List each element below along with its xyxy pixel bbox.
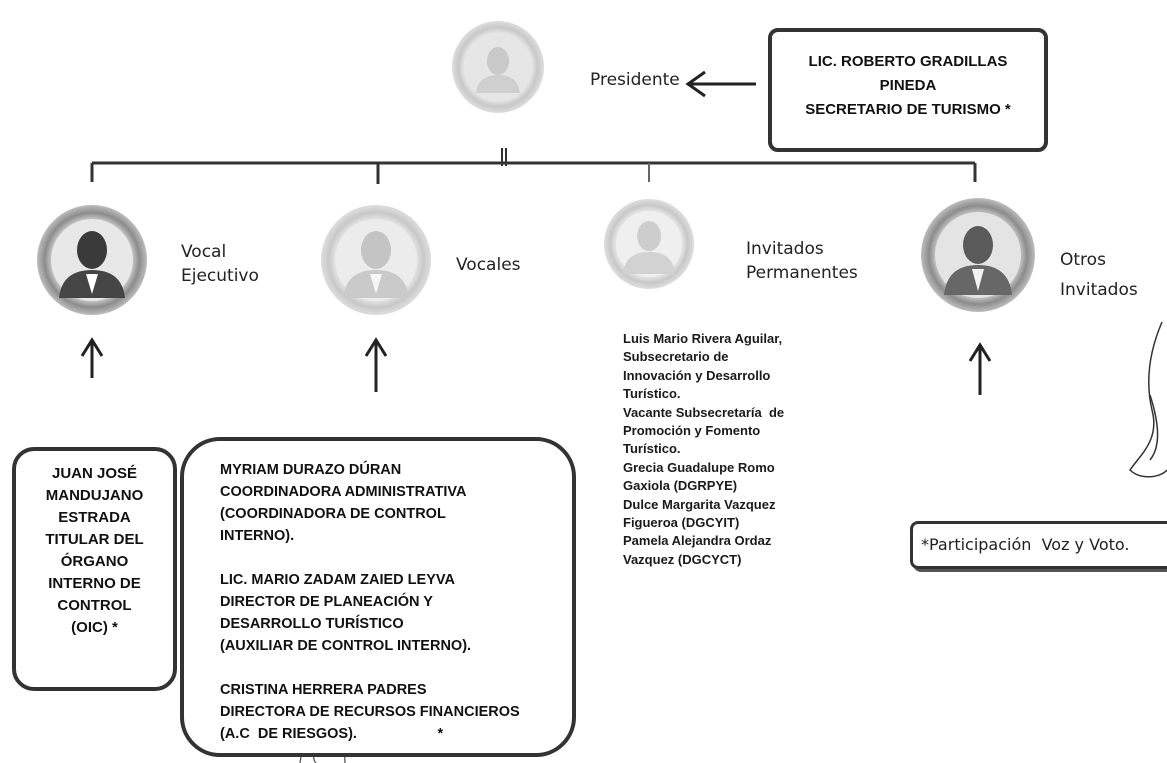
vocal-ejecutivo-avatar-icon [37, 205, 147, 315]
invitee-line: Promoción y Fomento [623, 423, 761, 439]
vocal-2-line: DIRECTOR DE PLANEACIÓN Y [220, 594, 433, 610]
vocal-ejecutivo-box: JUAN JOSÉ MANDUJANO ESTRADA TITULAR DEL … [12, 447, 177, 691]
oic-line: ÓRGANO [60, 553, 129, 570]
invitee-line: Luis Mario Rivera Aguilar, [623, 331, 783, 346]
invitados-permanentes-avatar-icon [604, 199, 694, 289]
vocal-1-line: INTERNO). [220, 528, 295, 544]
vocales-arrow-icon [364, 337, 388, 392]
invitee-line: Turístico. [623, 441, 681, 457]
oic-line: (OIC) * [71, 619, 118, 636]
presidente-name-line-2: PINEDA [879, 77, 937, 94]
oic-line: INTERNO DE [48, 575, 141, 592]
invitee-line: Subsecretario de [623, 349, 729, 365]
invitee-line: Figueroa (DGCYIT) [623, 515, 740, 531]
presidente-label: Presidente [590, 70, 680, 90]
otros-invitados-label: Otros Invitados [1060, 245, 1138, 305]
vocal-3-line: CRISTINA HERRERA PADRES [220, 682, 427, 698]
invitados-permanentes-label-line-2: Permanentes [746, 263, 858, 283]
invitados-permanentes-label-line-1: Invitados [746, 239, 824, 259]
vocal-1-line: (COORDINADORA DE CONTROL [220, 506, 446, 522]
oic-line: JUAN JOSÉ [51, 465, 138, 482]
invitee-line: Vacante Subsecretaría de [623, 404, 785, 420]
vocal-1-line: MYRIAM DURAZO DÚRAN [220, 462, 402, 478]
otros-invitados-arrow-icon [968, 342, 992, 395]
voting-note: *Participación Voz y Voto. [910, 521, 1167, 569]
connector-lines [90, 148, 977, 184]
otros-invitados-avatar-icon [921, 198, 1035, 312]
vocal-2-line: DESARROLLO TURÍSTICO [220, 616, 404, 632]
invitee-line: Innovación y Desarrollo [623, 367, 771, 383]
vocal-ejecutivo-label: Vocal Ejecutivo [181, 240, 259, 288]
presidente-box: LIC. ROBERTO GRADILLAS PINEDA SECRETARIO… [768, 28, 1048, 152]
presidente-arrow-icon [685, 70, 756, 98]
presidente-name-line-1: LIC. ROBERTO GRADILLAS [808, 53, 1008, 70]
vocal-ejecutivo-label-line-1: Vocal [181, 242, 227, 262]
presidente-title-line: SECRETARIO DE TURISMO * [805, 101, 1011, 118]
oic-line: CONTROL [57, 597, 132, 614]
presidente-avatar-icon [452, 21, 544, 113]
invitados-permanentes-list: Luis Mario Rivera Aguilar, Subsecretario… [623, 330, 833, 569]
invitee-line: Gaxiola (DGRPYE) [623, 478, 738, 494]
invitados-permanentes-label: Invitados Permanentes [746, 237, 858, 285]
invitee-line: Vazquez (DGCYCT) [623, 551, 742, 567]
oic-line: ESTRADA [58, 509, 131, 526]
vocal-ejecutivo-label-line-2: Ejecutivo [181, 266, 259, 286]
oic-line: TITULAR DEL [45, 531, 144, 548]
vocal-3-line: DIRECTORA DE RECURSOS FINANCIEROS [220, 704, 520, 720]
oic-line: MANDUJANO [45, 487, 144, 504]
otros-invitados-label-line-2: Invitados [1060, 280, 1138, 300]
vocales-label: Vocales [456, 255, 521, 275]
vocales-box: MYRIAM DURAZO DÚRAN COORDINADORA ADMINIS… [180, 437, 576, 757]
invitee-line: Grecia Guadalupe Romo [623, 459, 775, 475]
signature-mark [1129, 321, 1167, 478]
invitee-line: Dulce Margarita Vazquez [623, 496, 776, 512]
invitee-line: Turístico. [623, 386, 681, 402]
invitee-line: Pamela Alejandra Ordaz [623, 533, 772, 549]
vocal-2-line: (AUXILIAR DE CONTROL INTERNO). [220, 638, 472, 654]
vocal-ejecutivo-arrow-icon [80, 337, 104, 378]
vocal-1-line: COORDINADORA ADMINISTRATIVA [220, 484, 467, 500]
otros-invitados-label-line-1: Otros [1060, 250, 1106, 270]
vocal-3-line: (A.C DE RIESGOS). * [220, 726, 444, 742]
vocal-2-line: LIC. MARIO ZADAM ZAIED LEYVA [220, 572, 455, 588]
vocales-avatar-icon [321, 205, 431, 315]
